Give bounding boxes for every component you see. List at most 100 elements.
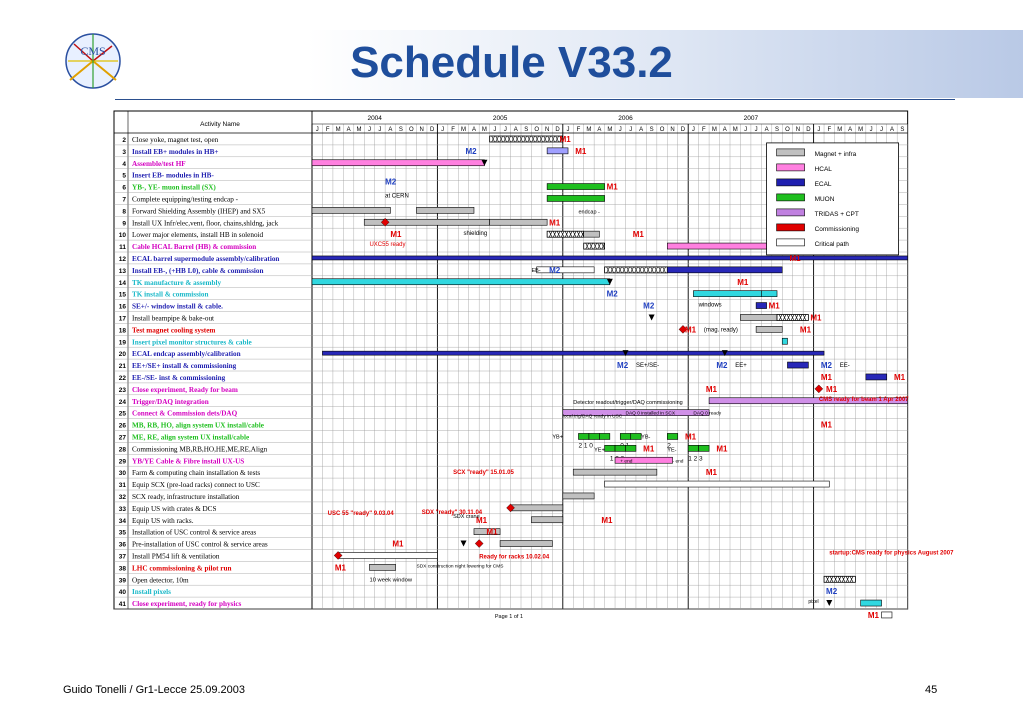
- month-letter: M: [357, 127, 362, 133]
- usc-installation-bar: [499, 540, 553, 547]
- annotation-label: DAQ 0 installed in SCX: [626, 411, 676, 417]
- milestone-label: M2: [826, 587, 838, 596]
- critical-path-hatch: [515, 135, 519, 143]
- month-letter: J: [378, 127, 381, 133]
- milestone-label: M1: [607, 183, 619, 192]
- ux-infra-bar: [489, 218, 548, 226]
- milestone-diamond: [333, 551, 343, 560]
- milestone-label: M1: [826, 385, 838, 394]
- critical-path-hatch: [589, 242, 593, 250]
- beampipe-bar: [740, 314, 778, 321]
- critical-path-hatch: [555, 135, 559, 143]
- critical-path-hatch: [630, 266, 634, 274]
- month-letter: A: [639, 127, 643, 133]
- annotation-label: UXC55 ready: [369, 242, 405, 248]
- legend-label: MUON: [815, 196, 835, 203]
- milestone-label: M1: [390, 230, 402, 239]
- month-letter: J: [441, 127, 444, 133]
- annotation-label: at CERN: [385, 194, 409, 200]
- critical-path-hatch: [601, 242, 605, 250]
- month-letter: J: [619, 127, 622, 133]
- row-activity-label: EE-/SE- inst & commissioning: [132, 374, 226, 382]
- annotation-label: shielding: [464, 231, 488, 237]
- ecal-eb-bar: [536, 266, 595, 274]
- annotation-label: local trig/DAQ ready in USC: [563, 414, 623, 420]
- milestone-label: M1: [643, 444, 655, 453]
- month-letter: O: [534, 127, 539, 133]
- annotation-label: Detector readout/trigger/DAQ commissioni…: [573, 400, 682, 406]
- row-activity-label: EE+/SE+ install & commissioning: [132, 362, 237, 370]
- row-activity-label: Equip US with crates & DCS: [132, 505, 216, 513]
- muon-install-bar: [599, 433, 611, 440]
- critical-path-hatch: [841, 576, 846, 583]
- month-letter: M: [482, 127, 487, 133]
- milestone-label: M1: [716, 444, 728, 453]
- row-activity-label: ECAL barrel supermodule assembly/calibra…: [132, 255, 279, 263]
- month-letter: S: [650, 127, 654, 133]
- annotation-label: endcap -: [578, 209, 600, 215]
- month-letter: M: [461, 127, 466, 133]
- annotation-label: CMS ready for beam 1 Apr 2007: [819, 397, 909, 403]
- lower-elements-bar: [583, 230, 600, 238]
- critical-path-hatch: [849, 576, 854, 583]
- milestone-label: M1: [789, 254, 801, 263]
- row-activity-label: YB/YE Cable & Fibre install UX-US: [132, 457, 244, 465]
- milestone-label: M2: [643, 302, 655, 311]
- row-activity-label: Install EB+ modules in HB+: [132, 148, 218, 156]
- month-letter: J: [880, 127, 883, 133]
- muon-install-bar: [630, 433, 642, 440]
- critical-path-hatch: [543, 135, 547, 143]
- critical-path-hatch: [548, 231, 553, 238]
- install-eb-bar: [546, 147, 569, 155]
- row-number: 2: [122, 137, 126, 144]
- milestone-label: M1: [706, 468, 718, 477]
- annotation-label: startup:CMS ready for physics August 200…: [829, 551, 954, 557]
- month-letter: F: [451, 127, 455, 133]
- legend-label: ECAL: [815, 181, 832, 188]
- ee-plus-bar: [787, 361, 809, 369]
- row-activity-label: MB, RB, HO, align system UX install/cabl…: [132, 422, 264, 430]
- row-number: 24: [119, 399, 127, 406]
- row-activity-label: Installation of USC control & service ar…: [132, 529, 256, 537]
- magnet-cooling-bar: [755, 326, 783, 333]
- month-letter: M: [586, 127, 591, 133]
- critical-path-hatch: [634, 266, 638, 274]
- milestone-label: M1: [392, 540, 404, 549]
- critical-path-hatch: [845, 576, 850, 583]
- critical-path-hatch: [491, 135, 495, 143]
- legend-swatch: [776, 208, 805, 217]
- month-letter: J: [755, 127, 758, 133]
- legend-label: Commissioning: [815, 226, 860, 233]
- month-letter: D: [806, 127, 811, 133]
- muon-install-bar: [614, 445, 626, 452]
- title-rule: [115, 99, 955, 100]
- muon-install-bar: [666, 433, 679, 440]
- milestone-label: M1: [560, 135, 572, 144]
- month-letter: A: [723, 127, 727, 133]
- row-number: 11: [119, 244, 126, 251]
- row-number: 30: [119, 470, 127, 477]
- critical-path-hatch: [572, 231, 577, 238]
- pm54-lift-bar: [369, 564, 396, 571]
- annotation-label: SDX construction night lowering for CMS: [417, 563, 504, 569]
- milestone-label: M1: [685, 433, 697, 442]
- month-letter: N: [670, 127, 674, 133]
- row-number: 37: [119, 554, 127, 561]
- legend-label: TRIDAS + CPT: [815, 211, 859, 218]
- row-number: 10: [119, 232, 127, 239]
- month-letter: N: [545, 127, 549, 133]
- critical-path-hatch: [559, 135, 563, 143]
- row-number: 36: [119, 542, 127, 549]
- critical-path-hatch: [560, 231, 565, 238]
- critical-path-hatch: [622, 266, 626, 274]
- legend-swatch: [776, 148, 805, 157]
- milestone-label: M2: [716, 361, 728, 370]
- critical-path-hatch: [802, 314, 807, 321]
- milestone-label: M2: [385, 178, 397, 187]
- critical-path-hatch: [507, 135, 511, 143]
- month-letter: J: [493, 127, 496, 133]
- row-activity-label: Install PM54 lift & ventilation: [132, 553, 220, 561]
- month-letter: J: [504, 127, 507, 133]
- month-letter: J: [870, 127, 873, 133]
- month-letter: F: [827, 127, 831, 133]
